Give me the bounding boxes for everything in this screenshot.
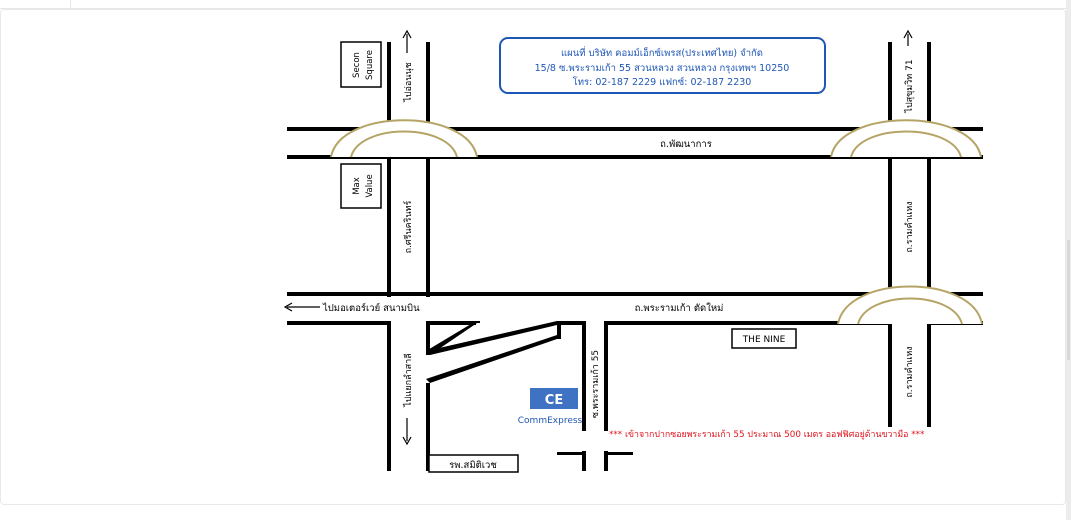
landmark-seacon-square: Secon Square bbox=[340, 41, 382, 88]
the-nine-label: THE NINE bbox=[742, 335, 786, 345]
label-ramkhamhaeng-lower: ถ.รามคำแหง bbox=[904, 346, 915, 397]
label-to-sukhumvit71: ไปสุขุมวิท 71 bbox=[904, 59, 915, 113]
company-phone-text: โทร: 02-187 2229 แฟกซ์: 02-187 2230 bbox=[573, 76, 752, 88]
scrollbar-thumb[interactable] bbox=[1067, 240, 1070, 360]
arrow-left-motorway-icon bbox=[283, 302, 320, 312]
company-name-text: แผนที่ บริษัท คอมม์เอ็กซ์เพรส(ประเทศไทย)… bbox=[561, 46, 763, 59]
arrow-up-onnut-icon bbox=[402, 29, 412, 53]
seacon-label-2: Square bbox=[365, 50, 375, 80]
ce-logo-text: CE bbox=[545, 393, 563, 408]
landmark-hospital: รพ.สมิติเวช bbox=[428, 454, 519, 473]
direction-note: *** เข้าจากปากซอยพระรามเก้า 55 ประมาณ 50… bbox=[609, 429, 925, 440]
ce-company-label: CommExpress bbox=[518, 416, 583, 426]
company-address-text: 15/8 ซ.พระรามเก้า 55 สวนหลวง สวนหลวง กรุ… bbox=[535, 63, 790, 74]
arrow-down-lamsali-icon bbox=[402, 418, 412, 446]
top-frame-strip bbox=[0, 0, 1071, 9]
label-to-motorway: ไปมอเตอร์เวย์ สนามบิน bbox=[322, 302, 420, 314]
company-info-box: แผนที่ บริษัท คอมม์เอ็กซ์เพรส(ประเทศไทย)… bbox=[499, 37, 826, 94]
seacon-label-1: Secon bbox=[352, 52, 362, 78]
label-rama9: ถ.พระรามเก้า ตัดใหม่ bbox=[635, 302, 724, 314]
label-to-onnut: ไปอ่อนนุช bbox=[403, 62, 414, 102]
label-to-lamsali: ไปแยกลำสาลี bbox=[403, 353, 414, 407]
label-ramkhamhaeng-upper: ถ.รามคำแหง bbox=[904, 201, 915, 252]
maxvalue-label-1: Max bbox=[352, 177, 362, 195]
ramkhamhaeng-road bbox=[888, 42, 931, 427]
commexpress-office-marker: CE CommExpress bbox=[518, 388, 583, 426]
soi-rama9-55 bbox=[557, 321, 633, 471]
maxvalue-label-2: Value bbox=[365, 174, 375, 197]
landmark-max-value: Max Value bbox=[340, 163, 382, 209]
bridge-srinakarin-phatthanakan bbox=[330, 119, 478, 158]
hospital-label: รพ.สมิติเวช bbox=[449, 460, 497, 471]
label-srinakarin: ถ.ศรีนครินทร์ bbox=[402, 200, 414, 253]
bridge-ramkhamhaeng-phatthanakan bbox=[830, 119, 982, 158]
top-frame-divider bbox=[70, 0, 71, 8]
ce-logo-icon bbox=[530, 388, 578, 409]
bridge-ramkhamhaeng-rama9 bbox=[837, 285, 983, 325]
arrow-up-sukhumvit-icon bbox=[903, 29, 913, 46]
label-phatthanakan: ถ.พัฒนาการ bbox=[660, 139, 712, 150]
srinakarin-road bbox=[387, 42, 561, 471]
landmark-the-nine: THE NINE bbox=[731, 328, 797, 349]
label-soi-rama9-55: ซ.พระรามเก้า 55 bbox=[590, 350, 601, 418]
